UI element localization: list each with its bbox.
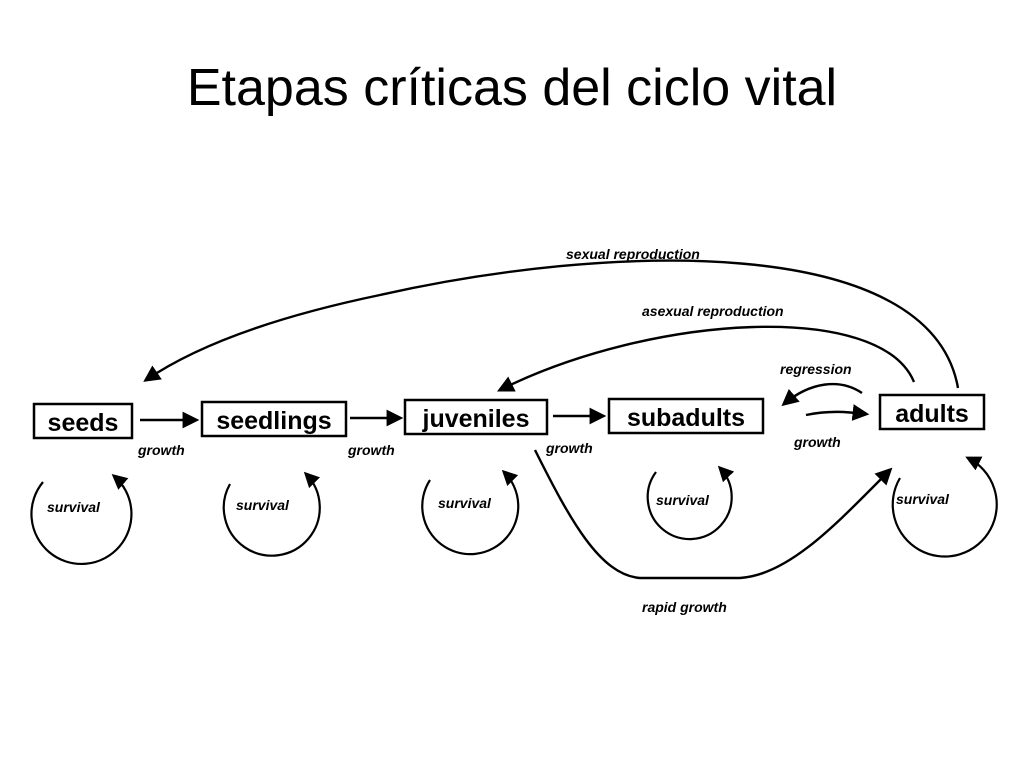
survival-loop-seedlings: survival (222, 471, 321, 557)
regression-arrow: regression (780, 361, 863, 407)
stage-seeds: seeds (32, 402, 134, 440)
survival-label-4: survival (656, 492, 710, 508)
sexual-reproduction-arrow: sexual reproduction (143, 246, 960, 389)
asexual-reproduction-arrow: asexual reproduction (496, 303, 916, 392)
growth-label-3: growth (545, 440, 593, 456)
growth-label-1: growth (137, 442, 185, 458)
stage-subadults: subadults (607, 397, 765, 435)
survival-loop-seeds: survival (30, 473, 133, 566)
sexual-reproduction-label: sexual reproduction (566, 246, 700, 262)
growth-arrow-seedlings-juveniles: growth (347, 409, 404, 458)
stage-seeds-label: seeds (48, 409, 119, 437)
growth-label-2: growth (347, 442, 395, 458)
stage-adults: adults (878, 393, 986, 431)
survival-loop-adults: survival (891, 456, 998, 558)
growth-arrow-seeds-seedlings: growth (137, 411, 200, 458)
rapid-growth-arrow: rapid growth (533, 449, 893, 615)
survival-label-5: survival (896, 491, 950, 507)
rapid-growth-label: rapid growth (642, 599, 727, 615)
survival-label-1: survival (47, 499, 101, 515)
growth-arrow-subadults-adults: growth (793, 404, 870, 450)
survival-label-3: survival (438, 495, 492, 511)
stage-adults-label: adults (895, 400, 969, 428)
survival-label-2: survival (236, 497, 290, 513)
page-title: Etapas críticas del ciclo vital (186, 59, 838, 117)
stage-seedlings: seedlings (200, 400, 348, 438)
stage-juveniles: juveniles (403, 398, 549, 436)
stage-subadults-label: subadults (627, 404, 745, 432)
growth-arrow-juveniles-subadults: growth (545, 407, 607, 456)
stage-juveniles-label: juveniles (422, 405, 530, 433)
survival-loop-juveniles: survival (421, 469, 520, 556)
survival-loop-subadults: survival (646, 465, 735, 541)
regression-label: regression (780, 361, 852, 377)
growth-label-4: growth (793, 434, 841, 450)
asexual-reproduction-label: asexual reproduction (642, 303, 784, 319)
stage-seedlings-label: seedlings (216, 407, 331, 435)
